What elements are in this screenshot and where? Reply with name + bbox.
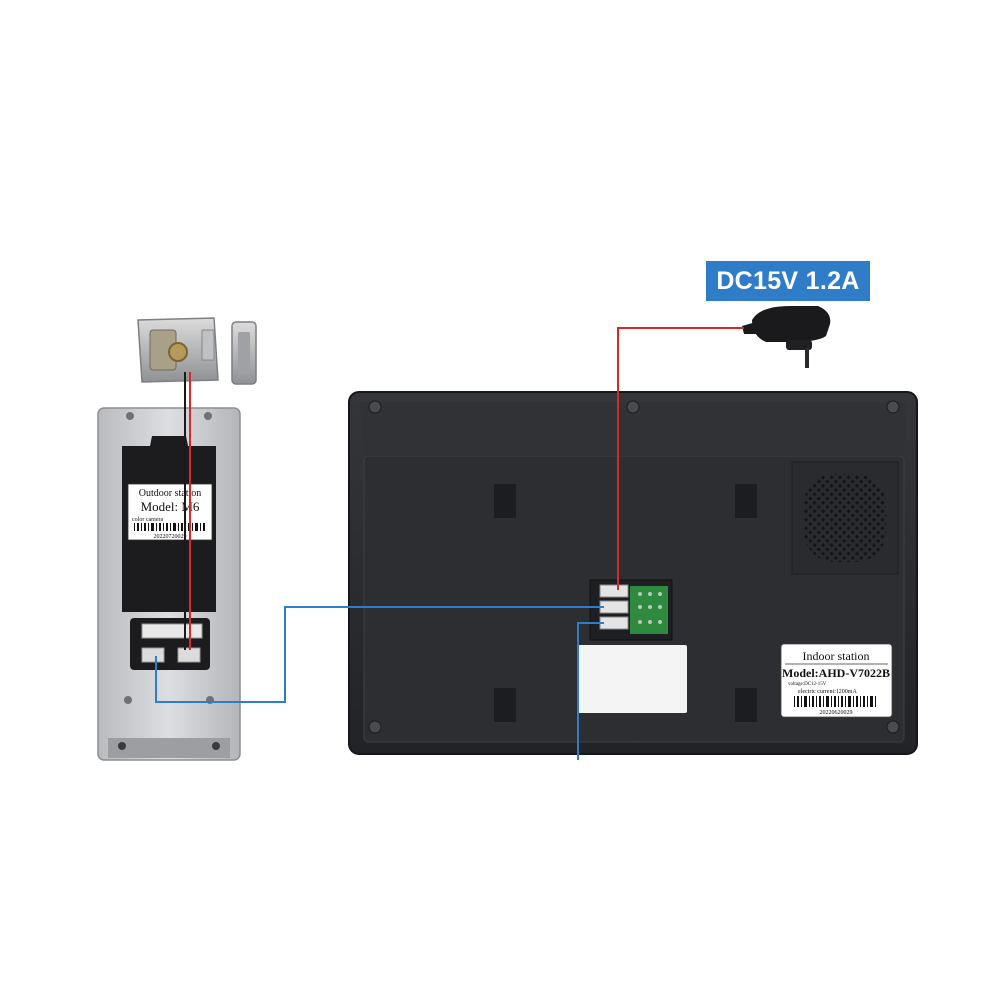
electric-lock bbox=[137, 317, 257, 385]
speaker-grille-icon bbox=[804, 474, 886, 562]
indoor-power-connector bbox=[599, 584, 629, 598]
indoor-station-title: Indoor station bbox=[803, 649, 870, 663]
power-adapter bbox=[742, 306, 831, 368]
plug-pin-icon bbox=[805, 348, 809, 368]
blank-sticker bbox=[578, 645, 687, 713]
outdoor-station-model: Model: M6 bbox=[141, 499, 200, 514]
outdoor-station-label: Outdoor station Model: M6 color camera 2… bbox=[127, 483, 213, 541]
indoor-signal-connector-2 bbox=[599, 616, 629, 630]
power-wire bbox=[617, 327, 744, 590]
outdoor-signal-connector bbox=[141, 647, 165, 663]
power-supply-label: DC15V 1.2A bbox=[706, 261, 870, 301]
outdoor-station-serial: 20220720029 bbox=[154, 534, 187, 540]
screw-icon bbox=[368, 400, 900, 734]
signal-wire bbox=[155, 606, 604, 760]
lock-cylinder-icon bbox=[168, 342, 188, 362]
barcode-icon bbox=[794, 696, 876, 707]
outdoor-lock-connector bbox=[177, 647, 201, 663]
indoor-station-voltage: voltage:DC12-15V bbox=[788, 682, 827, 687]
indoor-signal-connector-1 bbox=[599, 600, 629, 614]
outdoor-station-title: Outdoor station bbox=[139, 488, 202, 499]
indoor-station-current: electric current:1200mA bbox=[798, 689, 857, 695]
indoor-station-serial: 20220620029 bbox=[820, 710, 853, 716]
indoor-station-model: Model:AHD-V7022B bbox=[782, 666, 890, 680]
lock-wire bbox=[184, 372, 191, 650]
indoor-station-label: Indoor station Model:AHD-V7022B voltage:… bbox=[780, 643, 893, 718]
outdoor-station: Outdoor station Model: M6 color camera 2… bbox=[97, 407, 241, 761]
indoor-monitor: Indoor station Model:AHD-V7022B voltage:… bbox=[348, 391, 918, 755]
outdoor-station-subtitle: color camera bbox=[132, 517, 163, 523]
